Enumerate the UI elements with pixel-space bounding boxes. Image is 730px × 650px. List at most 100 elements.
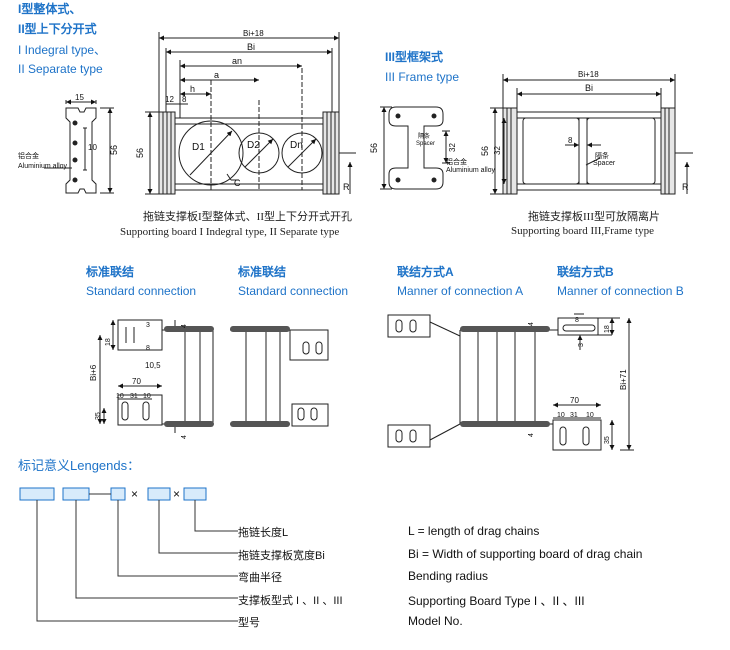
- frame-dim-bi: Bi: [585, 83, 593, 93]
- conn-dim-10a: 10: [116, 393, 124, 400]
- frame-dim-bi18: Bi+18: [578, 70, 599, 79]
- side-dim-10: 10: [88, 143, 97, 152]
- manner-a-links: [460, 326, 550, 427]
- side-profile-board: [44, 99, 114, 194]
- legend-heading: 标记意义Lengends：: [18, 458, 141, 473]
- legend-cn-model: 型号: [238, 617, 260, 629]
- type3-title-en: III Frame type: [385, 70, 460, 84]
- type12-title-en-1: I Indegral type、: [18, 43, 107, 57]
- board-front-view: [145, 32, 356, 195]
- hole-d2: D2: [247, 140, 260, 151]
- manner-b-dim-3: 3: [578, 343, 585, 347]
- dim-bi18: Bi+18: [243, 29, 264, 38]
- conn-dim-3: 3: [146, 322, 150, 329]
- legend-x-2: ×: [173, 487, 180, 501]
- manner-b-dim-70: 70: [570, 396, 579, 405]
- frame-alu-cn: 铝合金: [446, 157, 467, 166]
- conn-dim-35: 35: [95, 412, 102, 420]
- conn-dim-bi6: Bi+6: [89, 364, 98, 381]
- side-dim-56: 56: [109, 145, 119, 155]
- conn-dim-105: 10,5: [145, 361, 161, 370]
- manner-a-cn: 联结方式A: [397, 265, 454, 279]
- conn-dim-4a: 4: [181, 324, 188, 328]
- frame-dim-56: 56: [369, 143, 379, 153]
- frame-spacer-cn: 隔条: [418, 132, 430, 140]
- legend-cn-radius: 弯曲半径: [238, 572, 282, 584]
- standard-connection-2-drawing: [230, 329, 329, 427]
- frame-dim-32: 32: [448, 143, 457, 152]
- legend-en-board-type: Supporting Board Type I 、II 、III: [408, 594, 585, 608]
- alu-label-en: Aluminium alloy: [18, 163, 68, 170]
- legend-en-length: L = length of drag chains: [408, 524, 540, 538]
- conn-dim-4b: 4: [181, 435, 188, 439]
- frame-front-56: 56: [480, 146, 490, 156]
- standard-connection-1-drawing: [97, 319, 214, 433]
- manner-a-dim-4a: 4: [528, 322, 535, 326]
- manner-b-dim-10b: 10: [586, 412, 594, 419]
- manner-b-dim-bi71: Bi+71: [619, 369, 628, 390]
- legend-en-radius: Bending radius: [408, 569, 489, 583]
- dim-a: a: [214, 70, 219, 80]
- dim-bi: Bi: [247, 42, 255, 52]
- standard-connection-cn-1: 标准联结: [86, 265, 135, 279]
- dim-r: R: [343, 182, 350, 192]
- legend-leaders: [36, 500, 238, 622]
- dim-12: 12: [165, 95, 174, 104]
- standard-connection-en-2: Standard connection: [238, 284, 349, 298]
- alu-label-cn: 铝合金: [18, 151, 39, 160]
- frame-front-spacer-cn: 隔条: [595, 151, 609, 160]
- standard-connection-1-links: [164, 326, 214, 427]
- type3-title-cn: III型框架式: [385, 50, 444, 64]
- type12-title-en-2: II Separate type: [18, 62, 103, 76]
- frame-front-8: 8: [568, 136, 573, 145]
- manner-b-dim-8: 8: [575, 317, 579, 324]
- legend-diagram: [19, 487, 207, 501]
- manner-b-dim-35: 35: [604, 436, 611, 444]
- frame-side-profile: [380, 106, 450, 190]
- frame-front-spacer-en: Spacer: [593, 160, 616, 167]
- manner-a-drawing: [387, 314, 550, 448]
- manner-a-en: Manner of connection A: [397, 284, 524, 298]
- manner-b-drawing: [550, 313, 634, 451]
- hole-dn: Dn: [290, 140, 303, 151]
- conn-dim-18: 18: [105, 338, 112, 346]
- dim-an: an: [232, 56, 242, 66]
- caption-left-en: Supporting board I Indegral type, II Sep…: [120, 226, 340, 238]
- frame-front-32: 32: [493, 146, 502, 155]
- standard-connection-2-links: [230, 326, 290, 427]
- manner-b-dim-31: 31: [570, 412, 578, 419]
- conn-dim-70: 70: [132, 377, 141, 386]
- legend-cn-board-type: 支撑板型式 I 、II 、III: [238, 595, 343, 607]
- dim-c: C: [234, 178, 241, 188]
- dim-56: 56: [135, 148, 145, 158]
- manner-b-en: Manner of connection B: [557, 284, 684, 298]
- legend-cn-length: 拖链长度L: [238, 527, 289, 539]
- type12-title-cn-2: II型上下分开式: [18, 22, 97, 36]
- frame-front-view: [490, 74, 693, 195]
- dim-8: 8: [182, 95, 187, 104]
- manner-b-cn: 联结方式B: [557, 265, 614, 279]
- conn-dim-31: 31: [130, 393, 138, 400]
- conn-dim-10b: 10: [143, 393, 151, 400]
- hole-d1: D1: [192, 142, 205, 153]
- legend-x-1: ×: [131, 487, 138, 501]
- type12-title-cn-1: I型整体式、: [18, 2, 82, 16]
- manner-b-dim-10a: 10: [557, 412, 565, 419]
- conn-dim-8: 8: [146, 345, 150, 352]
- caption-right-en: Supporting board III,Frame type: [511, 225, 654, 237]
- manner-b-dim-18: 18: [604, 325, 611, 333]
- manner-a-dim-4b: 4: [528, 433, 535, 437]
- frame-alu-en: Aluminium alloy: [446, 167, 496, 174]
- legend-cn-width: 拖链支撑板宽度Bi: [238, 550, 325, 562]
- dim-h: h: [190, 84, 195, 94]
- legend-en-model: Model No.: [408, 614, 463, 628]
- frame-spacer-en: Spacer: [416, 141, 435, 147]
- caption-left-cn: 拖链支撑板I型整体式、II型上下分开式开孔: [143, 211, 352, 223]
- caption-right-cn: 拖链支撑板III型可放隔离片: [528, 211, 660, 223]
- side-dim-15: 15: [75, 93, 84, 102]
- standard-connection-en-1: Standard connection: [86, 284, 197, 298]
- legend-en-width: Bi = Width of supporting board of drag c…: [408, 547, 643, 561]
- frame-dim-r: R: [682, 182, 689, 192]
- standard-connection-cn-2: 标准联结: [238, 265, 287, 279]
